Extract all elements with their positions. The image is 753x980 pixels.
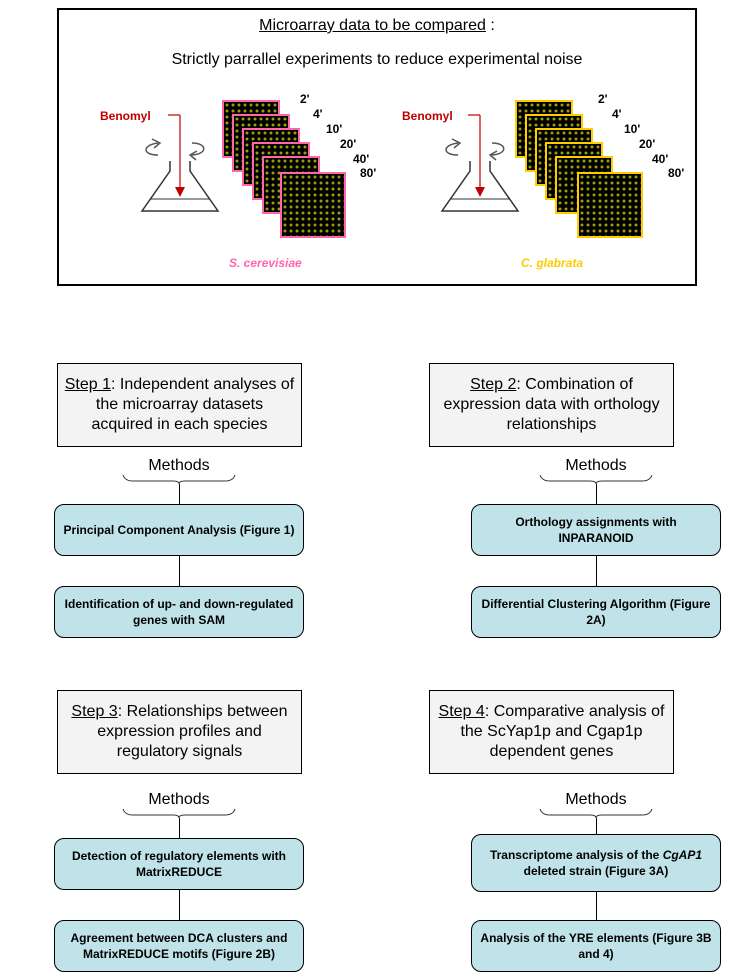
flask-icon-right xyxy=(440,114,520,212)
species-label-c-glabrata: C. glabrata xyxy=(521,256,584,270)
time-point-label: 20' xyxy=(340,137,357,151)
species-label-s-cerevisiae: S. cerevisiae xyxy=(229,256,302,270)
connector-line xyxy=(179,818,180,838)
methods-label-step-1: Methods xyxy=(148,457,210,474)
connector-line xyxy=(596,892,597,920)
methods-label-step-4: Methods xyxy=(565,791,627,808)
step-3-box: Step 3: Relationships between expression… xyxy=(57,690,302,774)
time-point-label: 10' xyxy=(326,122,343,136)
time-point-label: 20' xyxy=(639,137,656,151)
panel-title: Microarray data to be compared : xyxy=(259,17,495,34)
time-point-label: 10' xyxy=(624,122,641,136)
time-point-label: 2' xyxy=(300,92,310,106)
method-pca: Principal Component Analysis (Figure 1) xyxy=(54,504,304,556)
time-point-label: 4' xyxy=(313,107,323,121)
method-sam: Identification of up- and down-regulated… xyxy=(54,586,304,638)
step-1-title: Step 1: Independent analyses of the micr… xyxy=(64,376,295,433)
time-point-label: 2' xyxy=(598,92,608,106)
method-dca: Differential Clustering Algorithm (Figur… xyxy=(471,586,721,638)
step-4-box: Step 4: Comparative analysis of the ScYa… xyxy=(429,690,674,774)
time-point-label: 80' xyxy=(668,166,685,180)
connector-line xyxy=(596,484,597,504)
connector-line xyxy=(179,556,180,586)
methods-label-step-3: Methods xyxy=(148,791,210,808)
microarray-chip-cg-80 xyxy=(577,172,643,238)
connector-line xyxy=(596,556,597,586)
benomyl-label-left: Benomyl xyxy=(100,109,151,123)
connector-line xyxy=(179,484,180,504)
method-inparanoid: Orthology assignments with INPARANOID xyxy=(471,504,721,556)
method-cgap1-transcriptome: Transcriptome analysis of the CgAP1 dele… xyxy=(471,834,721,892)
method-yre-analysis: Analysis of the YRE elements (Figure 3B … xyxy=(471,920,721,972)
microarray-comparison-panel: Microarray data to be compared : Strictl… xyxy=(57,8,697,286)
step-1-box: Step 1: Independent analyses of the micr… xyxy=(57,363,302,447)
connector-line xyxy=(179,890,180,920)
microarray-chip-sc-80 xyxy=(280,172,346,238)
flask-icon-left xyxy=(140,114,220,212)
time-point-label: 4' xyxy=(612,107,622,121)
step-3-title: Step 3: Relationships between expression… xyxy=(71,703,288,760)
time-point-label: 80' xyxy=(360,166,377,180)
step-2-box: Step 2: Combination of expression data w… xyxy=(429,363,674,447)
method-matrixreduce: Detection of regulatory elements with Ma… xyxy=(54,838,304,890)
connector-line xyxy=(596,818,597,834)
step-2-title: Step 2: Combination of expression data w… xyxy=(443,376,660,433)
time-point-label: 40' xyxy=(652,152,669,166)
panel-subtitle: Strictly parrallel experiments to reduce… xyxy=(171,51,583,68)
benomyl-label-right: Benomyl xyxy=(402,109,453,123)
method-dca-agreement: Agreement between DCA clusters and Matri… xyxy=(54,920,304,972)
step-4-title: Step 4: Comparative analysis of the ScYa… xyxy=(438,703,665,760)
methods-label-step-2: Methods xyxy=(565,457,627,474)
time-point-label: 40' xyxy=(353,152,370,166)
